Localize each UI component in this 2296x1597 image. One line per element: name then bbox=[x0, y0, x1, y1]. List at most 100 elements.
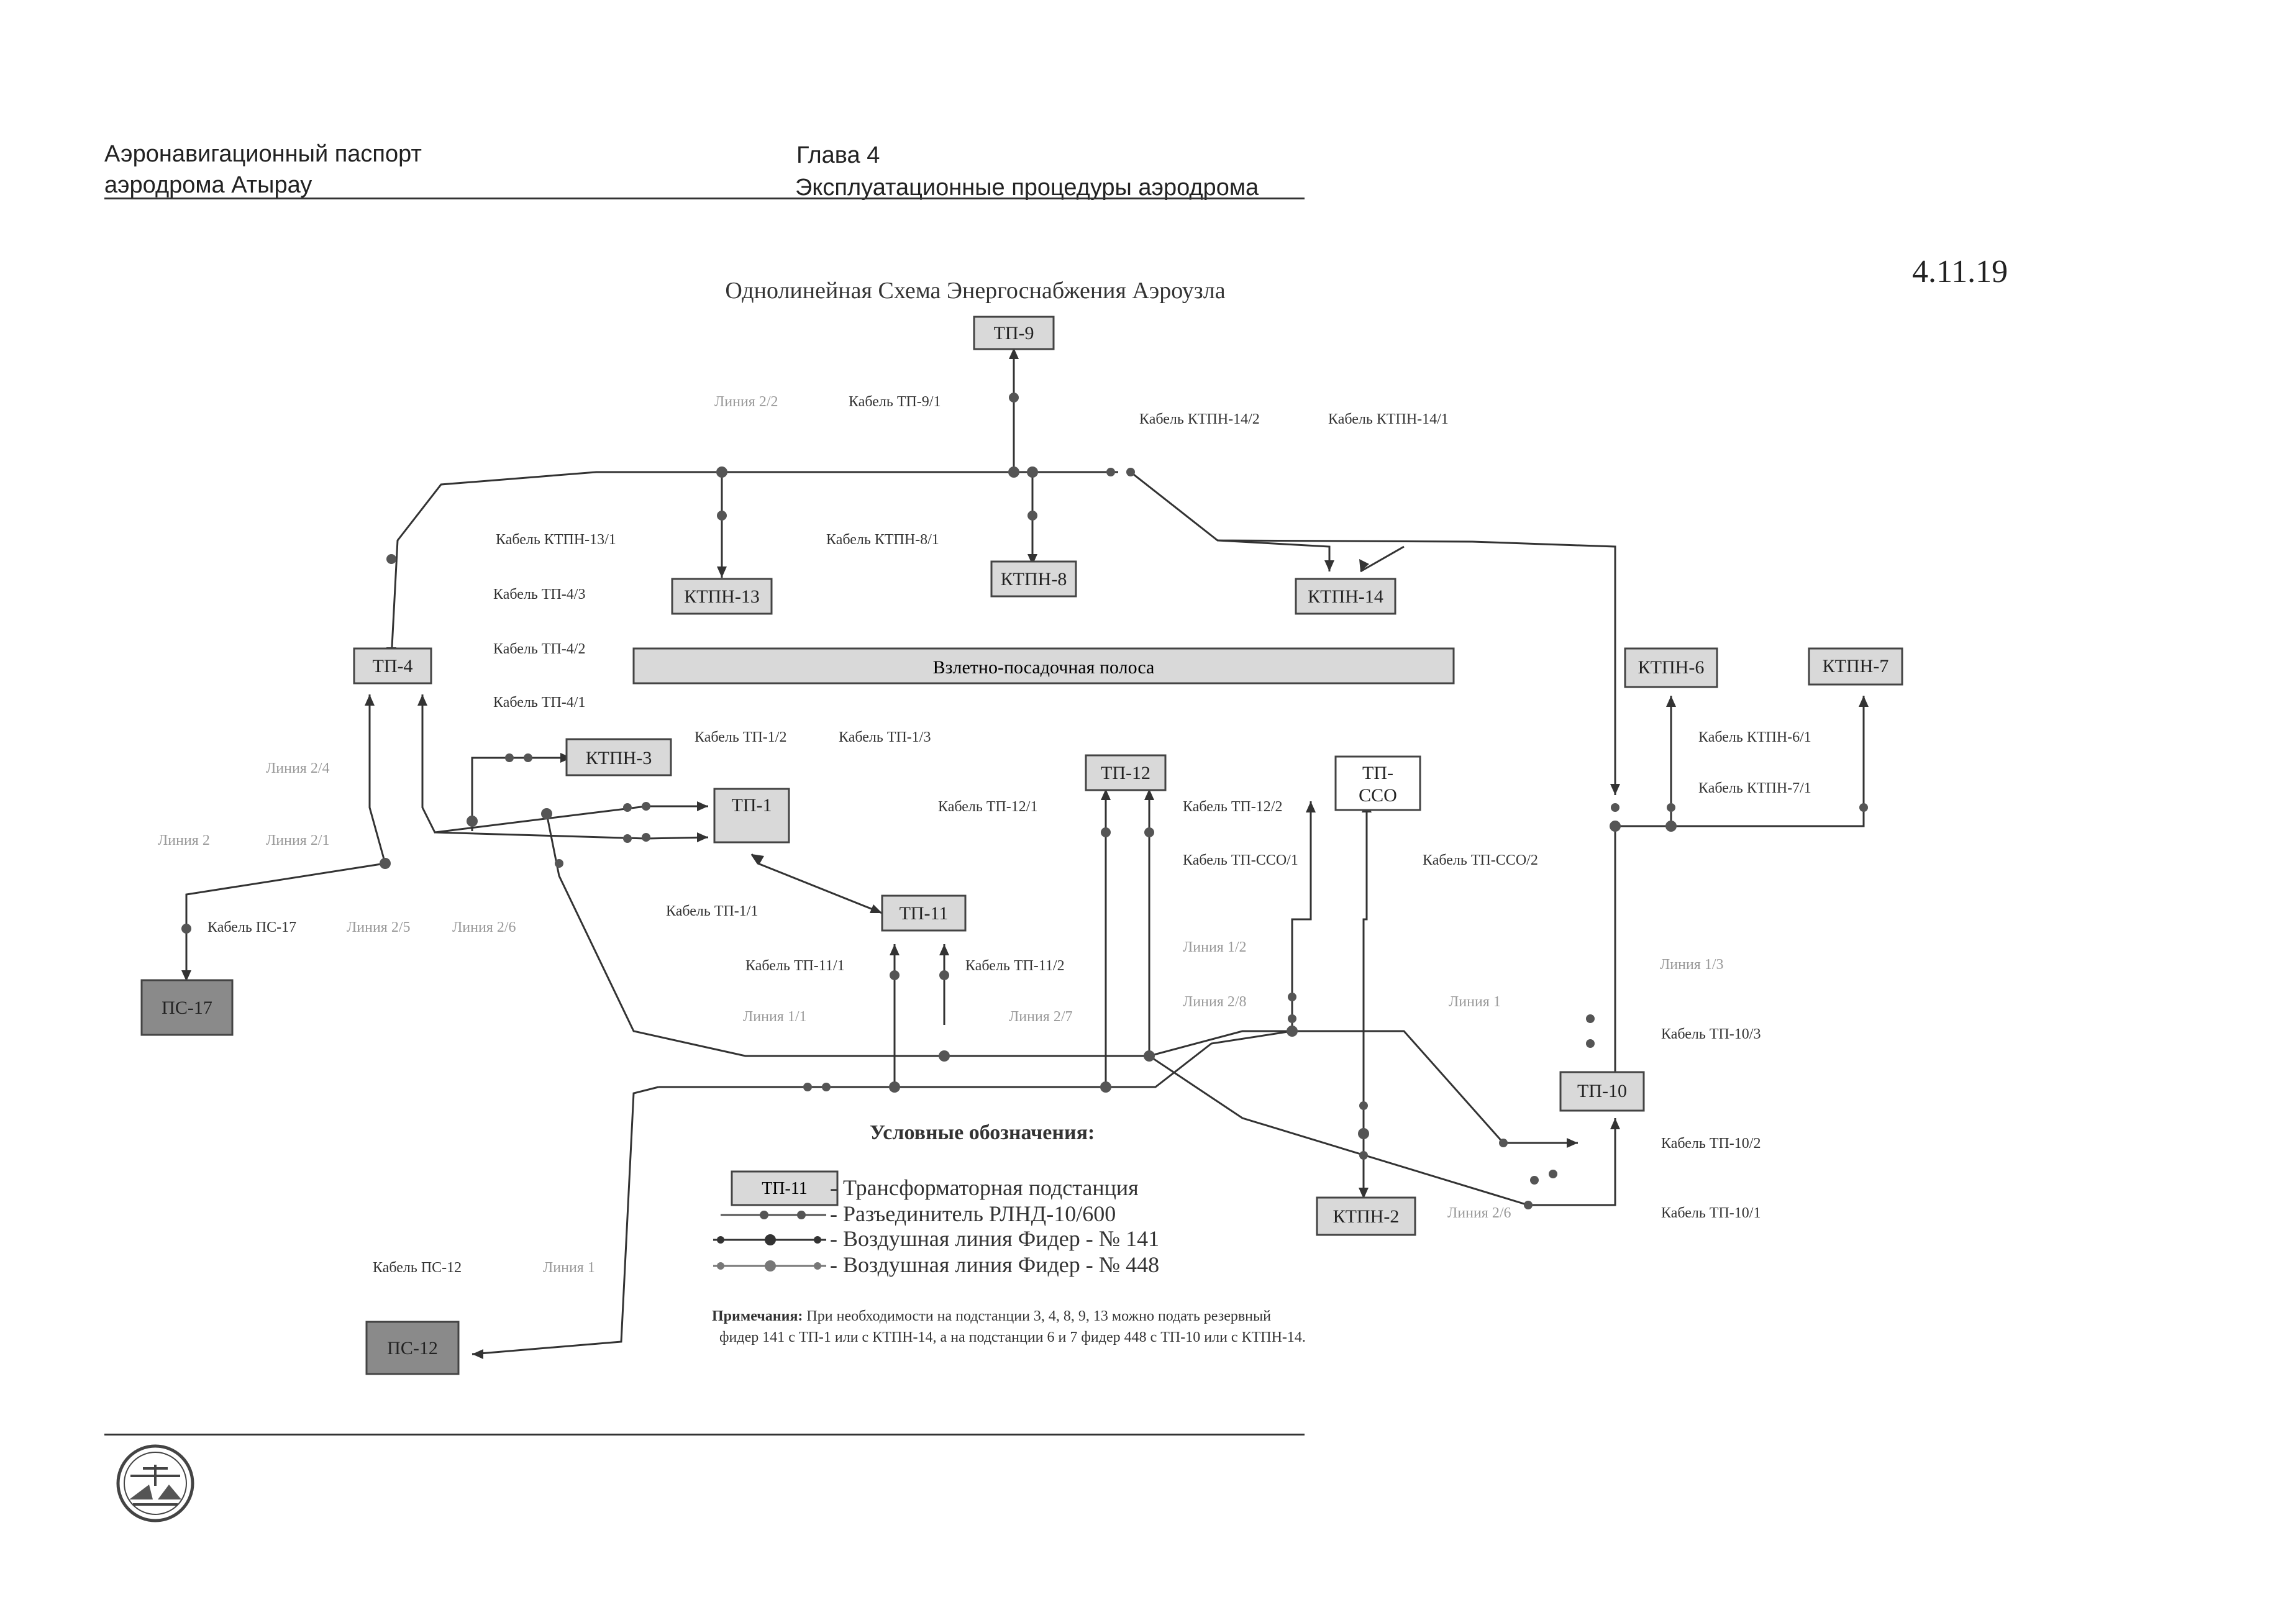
line-label: Линия 2 bbox=[158, 832, 210, 849]
cable-label: Кабель ТП-10/2 bbox=[1661, 1135, 1761, 1152]
line-label: Линия 1 bbox=[543, 1260, 595, 1276]
station-ktpn3 bbox=[565, 738, 672, 776]
station-ktpn7 bbox=[1808, 647, 1903, 686]
legend-title: Условные обозначения: bbox=[870, 1121, 1095, 1144]
station-label: ТП-9 bbox=[994, 323, 1034, 344]
station-label: ТП-4 bbox=[373, 656, 413, 676]
note-line1: Примечания: При необходимости на подстан… bbox=[712, 1308, 1271, 1324]
line-label: Линия 2/6 bbox=[452, 919, 516, 935]
station-label: ТП-1 bbox=[732, 795, 772, 816]
cable-label: Кабель ТП-11/2 bbox=[965, 958, 1065, 974]
diagram-title: Однолинейная Схема Энергоснабжения Аэроу… bbox=[725, 278, 1225, 304]
station-ktpn14 bbox=[1295, 578, 1396, 615]
page-number: 4.11.19 bbox=[1912, 254, 2008, 289]
cable-label: Кабель ТП-ССО/1 bbox=[1183, 852, 1298, 868]
cable-label: Кабель ТП-10/3 bbox=[1661, 1026, 1761, 1042]
cable-label: Кабель ТП-10/1 bbox=[1661, 1205, 1761, 1221]
runway-label: Взлетно-посадочная полоса bbox=[933, 657, 1155, 678]
station-label: КТПН-6 bbox=[1638, 657, 1705, 678]
station-tp4 bbox=[353, 647, 432, 685]
line-label: Линия 1/2 bbox=[1183, 939, 1247, 955]
note-label: Примечания: bbox=[712, 1308, 803, 1324]
cable-labels: Линия 2/2 Кабель ТП-9/1 Кабель КТПН-14/2… bbox=[158, 394, 1811, 1276]
note-text-1: При необходимости на подстанции 3, 4, 8,… bbox=[803, 1308, 1271, 1324]
header-chapter-title: Эксплуатационные процедуры аэродрома bbox=[795, 175, 1259, 201]
line-label: Линия 2/8 bbox=[1183, 994, 1247, 1010]
cable-label: Кабель ТП-4/2 bbox=[493, 641, 585, 657]
feeder-lines bbox=[185, 348, 1865, 1355]
legend-item-substation: - Трансформаторная подстанция bbox=[830, 1175, 1139, 1200]
cable-label: Кабель ТП-1/2 bbox=[695, 729, 786, 745]
legend-item-feeder448: - Воздушная линия Фидер - № 448 bbox=[830, 1252, 1159, 1277]
legend-item-feeder141: - Воздушная линия Фидер - № 141 bbox=[830, 1226, 1159, 1251]
station-tp10 bbox=[1559, 1071, 1645, 1112]
line-label: Линия 2/4 bbox=[266, 760, 330, 776]
station-label: ТП-10 bbox=[1577, 1081, 1627, 1101]
station-labels: ТП-9 КТПН-13 КТПН-8 КТПН-14 ТП-4 КТПН-3 … bbox=[162, 323, 1888, 1358]
station-label: ТП-11 bbox=[900, 903, 949, 924]
legend-sample-label: ТП-11 bbox=[762, 1179, 808, 1198]
cable-label: Кабель ПС-12 bbox=[373, 1260, 462, 1276]
station-label: КТПН-8 bbox=[1001, 569, 1067, 589]
line-label: Линия 2/2 bbox=[714, 394, 778, 410]
legend-disconnector-dot bbox=[760, 1211, 768, 1219]
line-label: Линия 1/1 bbox=[743, 1009, 807, 1025]
station-label: КТПН-2 bbox=[1333, 1206, 1400, 1227]
line-label: Линия 2/7 bbox=[1009, 1009, 1073, 1025]
header-aerodrome-name: аэродрома Атырау bbox=[104, 172, 312, 198]
cable-label: Кабель ТП-ССО/2 bbox=[1423, 852, 1538, 868]
legend-disconnector-dot bbox=[797, 1211, 806, 1219]
legend-feeder448-dot bbox=[717, 1262, 724, 1270]
cable-label: Кабель ТП-11/1 bbox=[745, 958, 845, 974]
footer-rule bbox=[104, 1434, 1305, 1435]
station-label: ТП- bbox=[1362, 763, 1393, 783]
legend-feeder141-dot bbox=[765, 1234, 776, 1245]
cable-label: Кабель КТПН-7/1 bbox=[1698, 780, 1811, 796]
cable-label: Кабель ТП-1/1 bbox=[666, 903, 758, 919]
cable-label: Кабель ТП-9/1 bbox=[849, 394, 941, 410]
station-label: ПС-17 bbox=[162, 998, 212, 1018]
station-label: ПС-12 bbox=[387, 1338, 438, 1358]
cable-label: Кабель КТПН-8/1 bbox=[826, 532, 939, 548]
cable-label: Кабель КТПН-6/1 bbox=[1698, 729, 1811, 745]
cable-label: Кабель ТП-12/2 bbox=[1183, 799, 1282, 815]
line-label: Линия 1 bbox=[1449, 994, 1501, 1010]
station-label: КТПН-14 bbox=[1308, 586, 1383, 607]
header-passport-title: Аэронавигационный паспорт bbox=[104, 141, 422, 167]
cable-label: Кабель КТПН-14/2 bbox=[1139, 411, 1260, 427]
station-tp11 bbox=[881, 894, 967, 932]
line-label: Линия 2/5 bbox=[347, 919, 411, 935]
station-label: ТП-12 bbox=[1101, 763, 1150, 783]
legend-feeder448-dot bbox=[814, 1262, 821, 1270]
line-label: Линия 2/6 bbox=[1447, 1205, 1511, 1221]
cable-label: Кабель КТПН-14/1 bbox=[1328, 411, 1449, 427]
station-tpsso bbox=[1334, 755, 1421, 811]
line-label: Линия 2/1 bbox=[266, 832, 330, 849]
station-ktpn8 bbox=[990, 560, 1077, 598]
station-tp1 bbox=[713, 788, 790, 844]
logo-icon bbox=[116, 1444, 194, 1522]
legend-item-disconnector: - Разъединитель РЛНД-10/600 bbox=[830, 1201, 1116, 1226]
station-ktpn2 bbox=[1316, 1196, 1416, 1236]
legend-feeder141-dot bbox=[814, 1236, 821, 1244]
station-label: КТПН-7 bbox=[1823, 656, 1889, 676]
station-tp12 bbox=[1085, 754, 1167, 791]
cable-label: Кабель ТП-1/3 bbox=[839, 729, 931, 745]
legend-feeder448-dot bbox=[765, 1260, 776, 1272]
legend-sample-station bbox=[731, 1170, 839, 1206]
station-label: КТПН-3 bbox=[586, 748, 652, 768]
legend: Условные обозначения: ТП-11 - Трансформа… bbox=[713, 1121, 1159, 1277]
station-ktpn13 bbox=[671, 578, 773, 615]
station-tp9 bbox=[973, 316, 1055, 350]
station-ktpn6 bbox=[1624, 647, 1718, 688]
legend-feeder141-dot bbox=[717, 1236, 724, 1244]
cable-label: Кабель КТПН-13/1 bbox=[496, 532, 616, 548]
header-chapter: Глава 4 bbox=[796, 142, 880, 168]
disconnector-markers bbox=[181, 393, 1868, 1209]
cable-label: Кабель ТП-4/3 bbox=[493, 586, 585, 603]
station-ps12 bbox=[365, 1321, 460, 1375]
station-ps17 bbox=[140, 979, 234, 1036]
cable-label: Кабель ТП-12/1 bbox=[938, 799, 1037, 815]
station-label: КТПН-13 bbox=[684, 586, 760, 607]
